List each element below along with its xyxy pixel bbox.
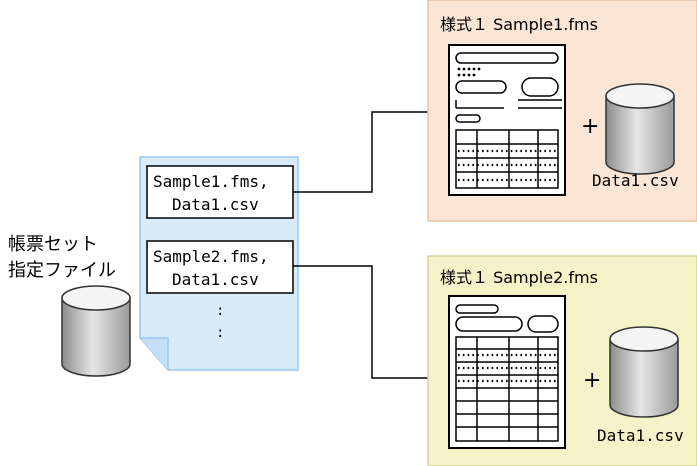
listfile-entry-2-line1: Sample2.fms, <box>153 247 269 266</box>
listfile-document-fold <box>140 337 169 370</box>
listfile-label-line2: 指定ファイル <box>8 260 116 281</box>
listfile-entry-2 <box>146 240 294 294</box>
form2-layout-sheet <box>448 295 566 449</box>
form2-plus-sign: + <box>583 368 601 393</box>
form2-data-database-icon <box>609 326 679 418</box>
form2-title: 様式１ Sample2.fms <box>440 268 598 287</box>
form2-data-label: Data1.csv <box>597 426 684 445</box>
listfile-ellipsis-2: : <box>216 325 224 341</box>
form1-data-database-icon <box>605 83 675 175</box>
listfile-ellipsis-1: : <box>216 303 224 319</box>
form1-title: 様式１ Sample1.fms <box>440 15 598 34</box>
listfile-database-icon <box>61 285 131 377</box>
form1-layout-sheet <box>448 44 566 196</box>
listfile-entry-2-line2: Data1.csv <box>172 270 259 289</box>
listfile-entry-1-line2: Data1.csv <box>172 195 259 214</box>
listfile-entry-1-line1: Sample1.fms, <box>153 172 269 191</box>
connector-entry1-form1 <box>293 111 428 193</box>
form1-data-label: Data1.csv <box>592 171 679 190</box>
listfile-entry-1 <box>146 165 294 219</box>
form1-plus-sign: + <box>581 114 599 139</box>
listfile-label-line1: 帳票セット <box>8 234 98 255</box>
connector-entry2-form2 <box>293 265 428 379</box>
